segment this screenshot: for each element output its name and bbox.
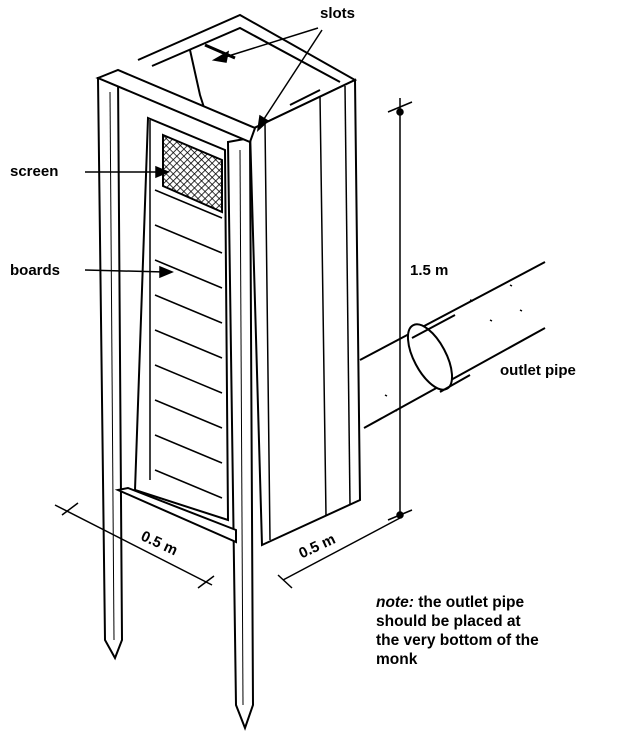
note-line-2: should be placed at (376, 613, 521, 630)
outlet-pipe (359, 261, 546, 429)
note-line-4: monk (376, 651, 418, 668)
screen-mesh (162, 133, 223, 214)
label-arrows (84, 27, 323, 279)
label-slots: slots (320, 5, 356, 22)
front-frame (95, 68, 257, 731)
label-screen: screen (10, 163, 59, 180)
note-prefix: note: (376, 594, 414, 611)
note-line-1: the outlet pipe (413, 594, 525, 611)
boards (154, 189, 223, 499)
dimension-lines (54, 98, 413, 589)
note-text: note: the outlet pipe should be placed a… (376, 593, 539, 669)
label-boards: boards (10, 262, 61, 279)
label-outlet-pipe: outlet pipe (500, 362, 576, 379)
monk-box (133, 13, 362, 547)
note-line-3: the very bottom of the (376, 632, 539, 649)
label-height: 1.5 m (410, 262, 449, 279)
